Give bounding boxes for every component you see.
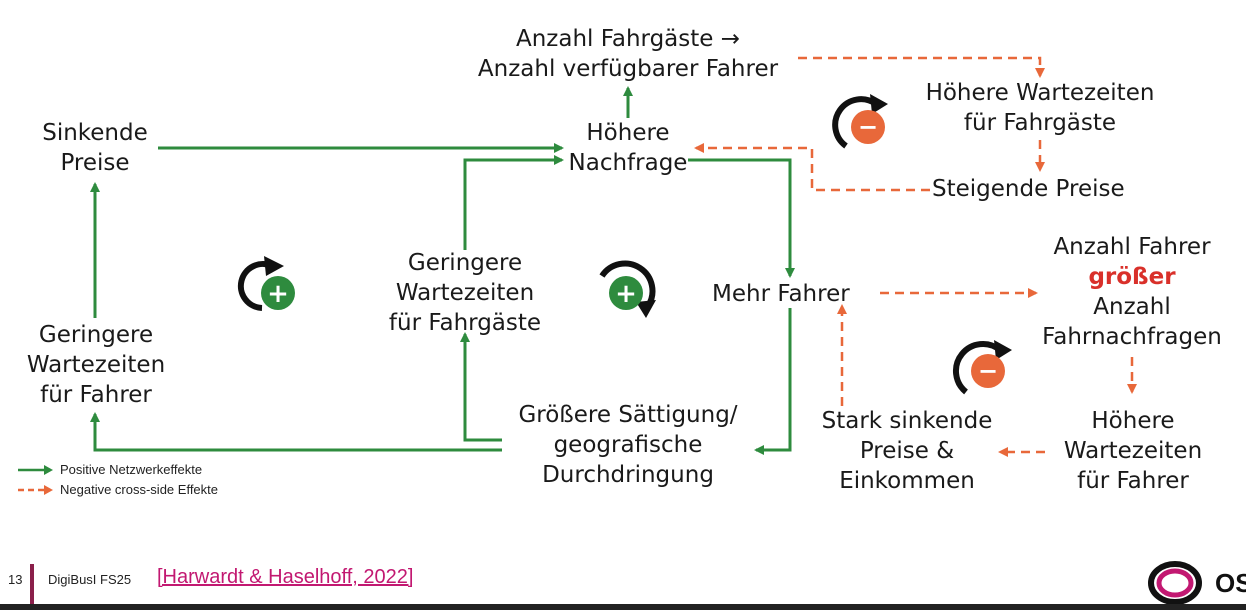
footer-accent-bar: [30, 564, 34, 604]
node-hoehere-nachfrage: Höhere Nachfrage: [568, 120, 688, 176]
node-stark-sinkende-preise: Stark sinkende Preise & Einkommen: [821, 408, 993, 494]
svg-text:+: +: [615, 279, 637, 309]
arrow-nachfrage-to-mehr-fahrer: [688, 158, 795, 278]
bottom-rule: [0, 604, 1246, 610]
node-mehr-fahrer: Mehr Fahrer: [712, 281, 850, 307]
node-anzahl-fahrer-groesser: Anzahl Fahrer größer Anzahl Fahrnachfrag…: [1030, 232, 1234, 352]
svg-text:OS: OS: [1215, 568, 1246, 598]
course-label: DigiBusI FS25: [48, 572, 132, 587]
arrow-saettigung-to-wartezeiten-fahrer: [90, 412, 502, 452]
svg-text:+: +: [267, 279, 289, 309]
node-groessere-saettigung: Größere Sättigung/ geografische Durchdri…: [518, 402, 738, 488]
balancing-loop-icon-top: −: [832, 94, 888, 149]
legend-negative: Negative cross-side Effekte: [18, 482, 218, 497]
node-ratio-fahrgaeste-fahrer: Anzahl Fahrgäste → Anzahl verfügbarer Fa…: [477, 26, 779, 82]
legend-negative-label: Negative cross-side Effekte: [60, 482, 218, 497]
accent-groesser: größer: [1088, 264, 1176, 290]
legend-positive-label: Positive Netzwerkeffekte: [60, 462, 203, 477]
arrow-wartezeiten-fahrgaeste-to-nachfrage: [463, 155, 564, 250]
node-hoehere-wartezeiten-fahrgaeste: Höhere Wartezeiten für Fahrgäste: [925, 80, 1155, 136]
svg-text:−: −: [858, 113, 878, 141]
node-steigende-preise: Steigende Preise: [932, 176, 1125, 202]
diagram-canvas: − + + −: [90, 56, 1137, 457]
university-logo-icon: OS: [1148, 561, 1246, 604]
legend-positive: Positive Netzwerkeffekte: [18, 462, 202, 477]
arrow-steigende-preise-to-nachfrage: [694, 143, 930, 192]
reinforcing-loop-icon-left: +: [237, 256, 295, 311]
legend-negative-arrow-icon: [18, 484, 53, 495]
svg-text:−: −: [978, 357, 998, 385]
arrow-mehr-fahrer-to-saettigung: [754, 308, 792, 455]
page-number: 13: [8, 572, 23, 587]
citation-link[interactable]: [Harwardt & Haselhoff, 2022]: [157, 566, 414, 588]
balancing-loop-icon-bottom: −: [953, 340, 1012, 395]
node-sinkende-preise: Sinkende Preise: [42, 120, 148, 176]
node-hoehere-wartezeiten-fahrer: Höhere Wartezeiten für Fahrer: [1063, 408, 1203, 494]
node-geringere-wartezeiten-fahrgaeste: Geringere Wartezeiten für Fahrgäste: [388, 250, 542, 336]
legend-positive-arrow-icon: [18, 464, 53, 475]
slide-footer: 13 DigiBusI FS25 [Harwardt & Haselhoff, …: [0, 560, 1246, 610]
arrow-saettigung-to-wartezeiten-fahrgaeste: [460, 332, 502, 442]
node-geringere-wartezeiten-fahrer: Geringere Wartezeiten für Fahrer: [26, 322, 166, 408]
arrow-ratio-to-wartezeiten-fahrgaeste: [798, 56, 1045, 78]
reinforcing-loop-icon-center: +: [599, 260, 656, 318]
